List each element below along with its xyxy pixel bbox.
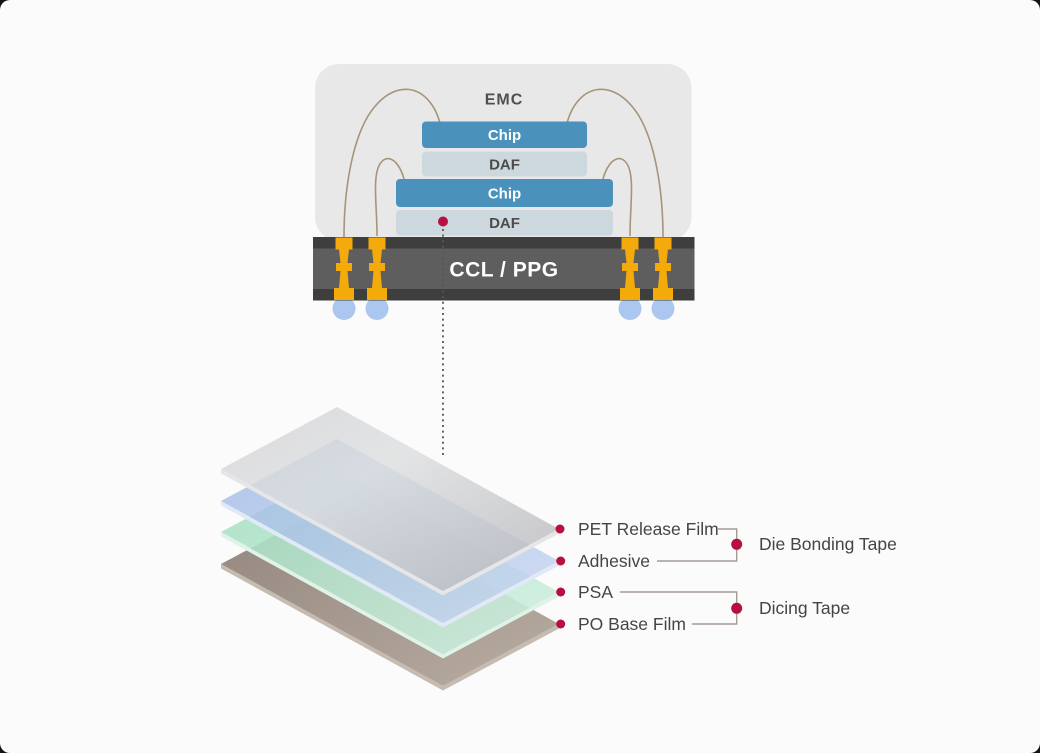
via <box>367 237 387 300</box>
bond-wire-left-inner <box>374 157 405 237</box>
die-bonding-tape-label: Die Bonding Tape <box>759 534 897 554</box>
die-bonding-tape-dot <box>731 538 743 550</box>
substrate-top-strip <box>313 237 695 249</box>
pet-release-film-label: PET Release Film <box>578 519 719 539</box>
po-base-film-label: PO Base Film <box>578 614 686 634</box>
dicing-tape-label: Dicing Tape <box>759 598 850 618</box>
solder-ball <box>618 297 642 320</box>
daf-bottom-layer <box>396 210 613 236</box>
group-labels: Die Bonding Tape Dicing Tape <box>759 534 897 618</box>
daf-top-label: DAF <box>489 157 520 174</box>
group-brackets <box>620 528 738 625</box>
po-marker-dot <box>556 619 566 629</box>
substrate-label: CCL / PPG <box>449 259 558 282</box>
via <box>653 237 673 300</box>
emc-label: EMC <box>485 92 524 109</box>
psa-marker-dot <box>556 587 566 597</box>
bond-wire-right-outer <box>566 88 664 238</box>
layer-marker-dots <box>555 524 566 629</box>
adhesive-marker-dot <box>556 556 566 566</box>
layer-labels: PET Release Film Adhesive PSA PO Base Fi… <box>578 519 719 634</box>
bond-wires <box>343 88 664 238</box>
via <box>334 237 354 300</box>
substrate-bottom-strip <box>313 289 695 301</box>
via <box>620 237 640 300</box>
chip-bottom-label: Chip <box>488 186 521 203</box>
psa-label: PSA <box>578 582 613 602</box>
bond-wire-right-inner <box>602 157 633 237</box>
pet-marker-dot <box>555 524 565 534</box>
daf-top-layer <box>422 151 587 177</box>
package-diagram: Chip DAF Chip DAF EMC <box>313 64 695 320</box>
dicing-tape-dot <box>731 602 743 614</box>
solder-ball <box>651 297 675 320</box>
daf-marker-dot <box>438 216 448 227</box>
solder-ball <box>332 297 356 320</box>
adhesive-label: Adhesive <box>578 551 650 571</box>
daf-bottom-label: DAF <box>489 215 520 232</box>
solder-ball <box>365 297 389 320</box>
bond-wire-left-outer <box>343 88 441 238</box>
solder-balls <box>332 297 675 320</box>
tape-stack-diagram: PET Release Film Adhesive PSA PO Base Fi… <box>221 407 897 691</box>
chip-top-layer <box>422 121 587 148</box>
layer-surface <box>221 407 559 591</box>
chip-top-label: Chip <box>488 127 521 144</box>
layer-pet-release-film <box>221 407 559 596</box>
chip-bottom-layer <box>396 179 613 207</box>
